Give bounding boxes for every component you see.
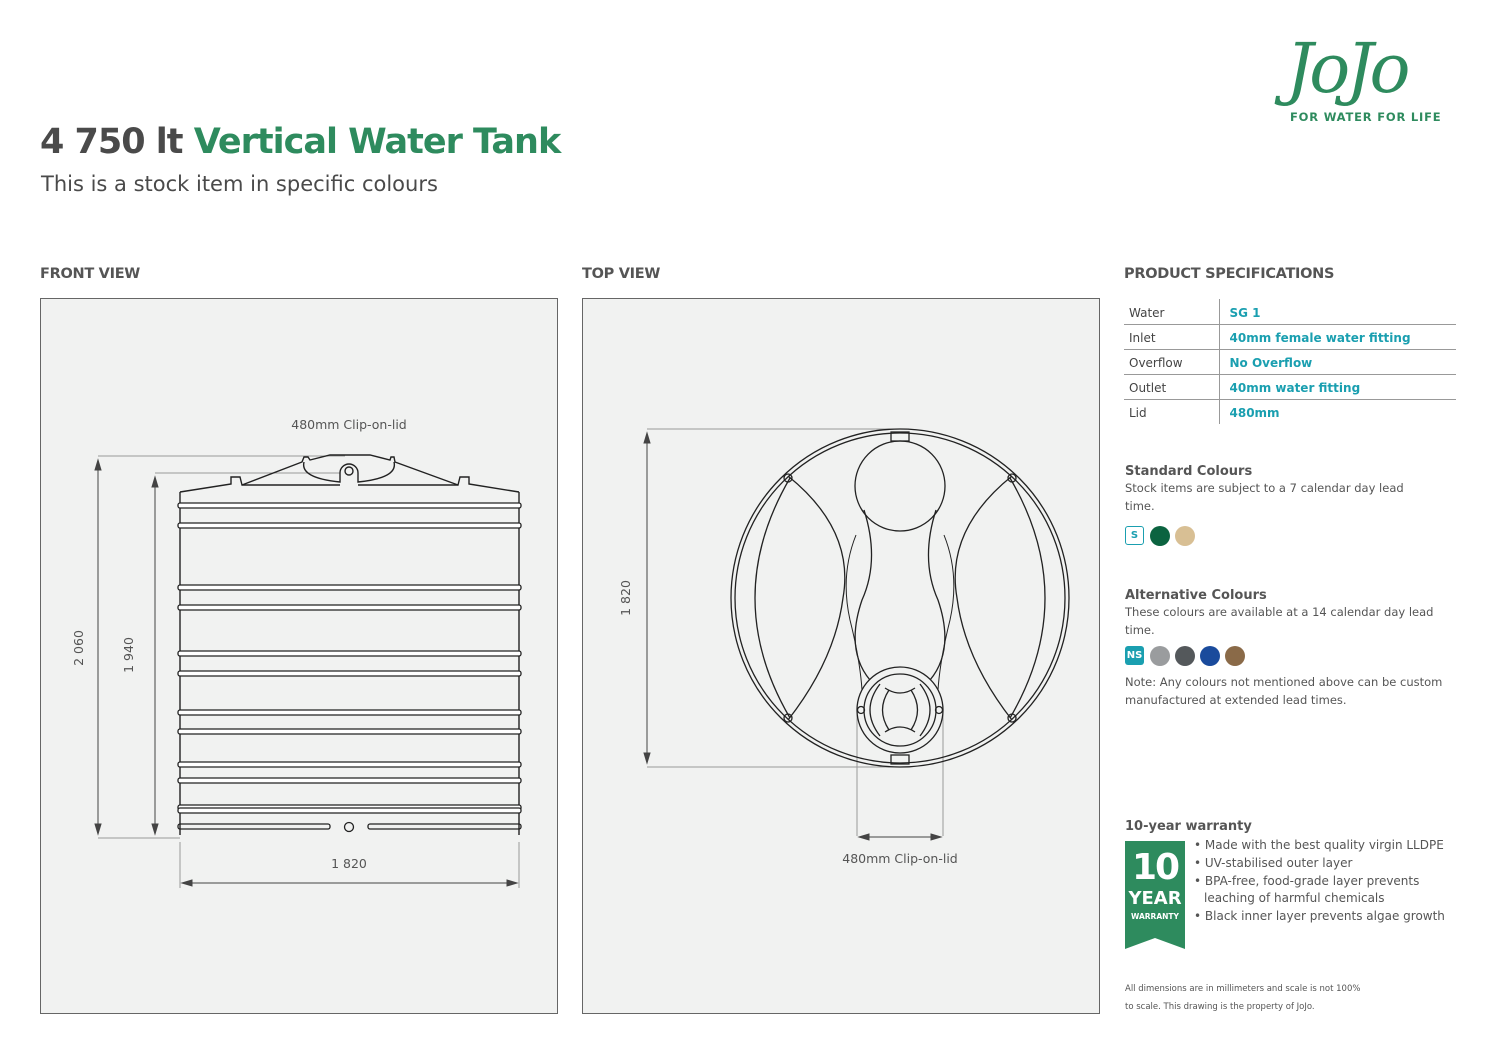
spec-row: Lid 480mm [1124, 399, 1456, 424]
colour-swatch [1150, 645, 1170, 666]
colour-swatch [1175, 645, 1195, 666]
colour-swatch [1175, 525, 1195, 546]
alternative-colours: Alternative Colours These colours are av… [1125, 588, 1455, 709]
tank-band [177, 728, 522, 735]
spec-value: 480mm [1229, 406, 1280, 421]
warranty-bullets: • Made with the best quality virgin LLDP… [1194, 837, 1464, 926]
logo-wordmark: JoJo [1286, 30, 1410, 109]
front-view-heading: FRONT VIEW [40, 266, 140, 282]
warranty-section: 10-year warranty 10 YEAR WARRANTY • Made… [1125, 819, 1465, 949]
standard-colours: Standard Colours Stock items are subject… [1125, 464, 1455, 546]
specs-heading: PRODUCT SPECIFICATIONS [1124, 266, 1335, 282]
top-diameter-label: 1 820 [618, 580, 633, 616]
jojo-logo: JoJo FOR WATER FOR LIFE [1286, 30, 1461, 124]
tank-band [177, 709, 522, 716]
body-height-label: 1 940 [121, 637, 136, 673]
logo-tagline: FOR WATER FOR LIFE [1290, 110, 1442, 124]
tank-band [177, 761, 522, 768]
spec-key: Inlet [1124, 324, 1220, 350]
tank-band [177, 584, 522, 591]
standard-colours-text: Stock items are subject to a 7 calendar … [1125, 481, 1404, 513]
warranty-badge: 10 YEAR WARRANTY [1125, 841, 1185, 951]
front-lid-label: 480mm Clip-on-lid [291, 417, 407, 432]
warranty-bullet: • Black inner layer prevents algae growt… [1194, 909, 1445, 924]
tank-band [177, 670, 522, 677]
warranty-bullet: • UV-stabilised outer layer [1194, 855, 1353, 870]
spec-key: Outlet [1124, 374, 1220, 400]
standard-colours-heading: Standard Colours [1125, 464, 1253, 479]
alternative-colours-text: These colours are available at a 14 cale… [1125, 605, 1434, 637]
spec-value: 40mm water fitting [1219, 374, 1456, 400]
top-lid-label: 480mm Clip-on-lid [842, 851, 958, 866]
top-view-heading: TOP VIEW [582, 266, 661, 282]
warranty-heading: 10-year warranty [1125, 819, 1252, 834]
page-title: 4 750 lt Vertical Water Tank [40, 122, 561, 162]
spec-key: Overflow [1124, 349, 1220, 375]
tank-band [177, 522, 522, 529]
warranty-bullet: • BPA-free, food-grade layer prevents le… [1194, 873, 1420, 906]
spec-key: Lid [1124, 399, 1220, 424]
warranty-bullet: • Made with the best quality virgin LLDP… [1194, 838, 1444, 852]
colour-swatch [1200, 645, 1220, 666]
colour-swatch [1225, 645, 1245, 666]
tank-band [177, 502, 522, 509]
tank-band [177, 777, 522, 784]
spec-key: Water [1124, 299, 1220, 325]
total-height-label: 2 060 [71, 630, 86, 666]
spec-value: SG 1 [1219, 299, 1456, 325]
colour-swatch [1150, 525, 1170, 546]
front-width-label: 1 820 [331, 856, 367, 871]
tank-band [177, 807, 522, 814]
front-view-drawing: 480mm Clip-on-lid 1 820 2 060 1 940 [40, 298, 558, 1014]
non-stock-badge: NS [1125, 646, 1144, 665]
alternative-colours-heading: Alternative Colours [1125, 588, 1267, 603]
stock-badge: S [1125, 526, 1144, 545]
tank-band [177, 650, 522, 657]
page-subtitle: This is a stock item in specific colours [41, 172, 438, 196]
footer-note: All dimensions are in millimeters and sc… [1125, 984, 1361, 1012]
colours-note: Note: Any colours not mentioned above ca… [1125, 674, 1443, 707]
top-view-drawing: 1 820 480mm Clip-on-lid [582, 298, 1100, 1014]
spec-value: No Overflow [1219, 349, 1456, 375]
tank-band [177, 604, 522, 611]
spec-value: 40mm female water fitting [1219, 324, 1456, 350]
